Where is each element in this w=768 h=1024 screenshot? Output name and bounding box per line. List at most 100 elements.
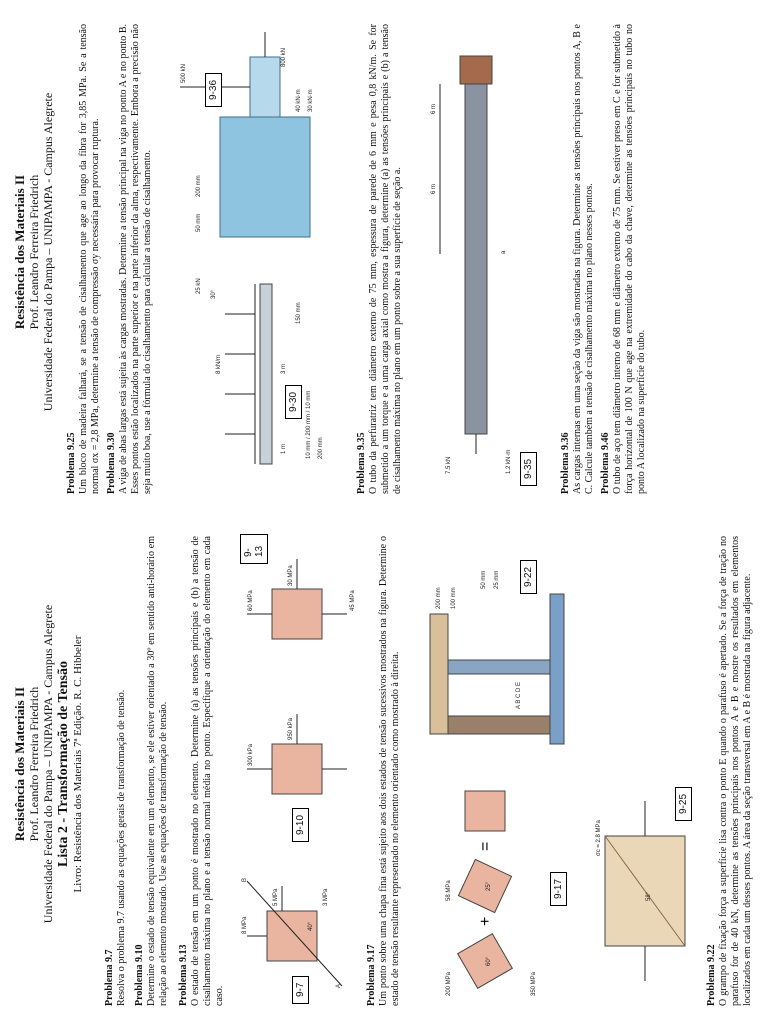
figure-9-13-drawing: 60 MPa 30 MPa 45 MPa [247, 559, 356, 640]
dimension-label: 1 m [281, 444, 287, 454]
figure-9-22: 200 mm 100 mm 50 mm 25 mm A B C D E 9-22 [410, 534, 580, 764]
problem-9-7: Problema 9.7 Resolva o problema 9.7 usan… [104, 536, 128, 1006]
problem-text: As cargas internas em uma seção da viga … [572, 24, 595, 494]
figure-9-10: 300 kPa 950 kPa 9-10 [232, 694, 362, 844]
section-label: a [501, 250, 507, 254]
problem-title: Problema 9.35 [356, 432, 367, 494]
figure-9-25-drawing: σc = 2.8 MPa 58° [596, 801, 686, 981]
smooth-surface [549, 593, 565, 745]
problem-text: Resolva o problema 9.7 usando as equaçõe… [116, 689, 127, 1006]
angle-label: 40° [308, 921, 314, 931]
problem-title: Problema 9.7 [104, 949, 115, 1006]
problem-text: O grampo de fixação força a superfície l… [718, 536, 753, 1006]
problem-text: Um ponto sobre uma chapa fina está sujei… [378, 536, 401, 1006]
problem-9-25: Problema 9.25 Um bloco de madeira falhar… [66, 24, 102, 494]
figure-9-30-drawing: 8 kN/m 25 kN 30° 1 m 3 m 10 mm / 200 mm … [196, 278, 324, 465]
figure-number: 9-17 [550, 871, 567, 906]
problem-title: Problema 9.17 [366, 944, 377, 1006]
angle-label: 25° [486, 881, 492, 891]
bolt [447, 659, 559, 675]
list-title: Lista 2 - Transformação de Tensão [55, 661, 71, 867]
dimension-label: 150 mm [296, 302, 302, 324]
problem-title: Problema 9.22 [706, 944, 717, 1006]
figure-number: 9-22 [520, 559, 537, 594]
grain-line [604, 835, 686, 947]
stress-element [457, 858, 513, 914]
figure-number: 9-13 [240, 534, 268, 564]
figure-9-36-drawing: 500 kN 800 kN 40 kN·m 30 kN·m 200 mm 50 … [180, 32, 314, 238]
problem-9-17: Problema 9.17 Um ponto sobre uma chapa f… [366, 536, 402, 1006]
angle-label: 30° [211, 289, 217, 299]
figure-number: 9-25 [675, 786, 692, 821]
problem-9-36: Problema 9.36 As cargas internas em uma … [560, 24, 596, 494]
clamp-side [447, 715, 559, 735]
problem-text: O tubo de aço tem diâmetro interno de 68… [612, 24, 647, 494]
stress-label: 3 MPa [323, 888, 329, 906]
figure-9-22-drawing: 200 mm 100 mm 50 mm 25 mm A B C D E [429, 571, 565, 745]
problem-text: Um bloco de madeira falhará, se a tensão… [78, 24, 101, 494]
torque-label: 1.2 kN·m [506, 450, 512, 474]
problem-title: Problema 9.10 [134, 944, 145, 1006]
problem-9-10: Problema 9.10 Determine o estado de tens… [134, 536, 170, 1006]
inclined-plane-line [246, 880, 343, 987]
university-name: Universidade Federal do Pampa – UNIPAMPA… [41, 92, 56, 412]
dimension-label: 200 mm [196, 175, 202, 197]
professor-name: Prof. Leandro Ferreira Friedrich [27, 174, 42, 330]
dimension-label: 200 mm [318, 437, 324, 459]
figure-number: 9-36 [205, 72, 222, 107]
stress-label: 45 MPa [350, 590, 356, 611]
problem-9-22: Problema 9.22 O grampo de fixação força … [706, 536, 754, 1006]
right-page: Resistência dos Materiais II Prof. Leand… [12, 24, 648, 494]
problem-title: Problema 9.13 [178, 944, 189, 1006]
problem-title: Problema 9.46 [600, 432, 611, 494]
drill-pipe [464, 83, 488, 435]
stress-element [271, 588, 323, 640]
stress-label: 5 MPa [273, 888, 279, 906]
stress-element [464, 790, 506, 832]
stress-label: 200 MPa [446, 971, 452, 996]
left-page: Resistência dos Materiais II Prof. Leand… [0, 512, 768, 1024]
stress-label: 8 MPa [242, 916, 248, 934]
plus-sign: + [477, 917, 494, 926]
moment-label: 30 kN·m [308, 89, 314, 112]
dimension-label: 200 mm [436, 587, 442, 609]
stress-label: 350 MPa [531, 971, 537, 996]
load-label: 8 kN/m [216, 355, 222, 374]
problem-title: Problema 9.36 [560, 432, 571, 494]
beam-section [249, 56, 281, 118]
equals-sign: = [477, 842, 494, 851]
problem-text: Determine o estado de tensão equivalente… [146, 536, 169, 1006]
point-labels: A B C D E [516, 682, 522, 709]
figure-9-30: 8 kN/m 25 kN 30° 1 m 3 m 10 mm / 200 mm … [160, 269, 350, 494]
stress-label: σc = 2.8 MPa [596, 819, 602, 856]
figure-9-7-drawing: 8 MPa 5 MPa 3 MPa 40° A B [242, 878, 343, 988]
stress-element [271, 743, 323, 795]
stress-element [266, 910, 318, 962]
dimension-label: 6 m [431, 104, 437, 114]
dimension-label: 3 m [281, 364, 287, 374]
problem-text: O estado de tensão em um ponto é mostrad… [190, 536, 225, 1006]
problem-9-46: Problema 9.46 O tubo de aço tem diâmetro… [600, 24, 648, 494]
figure-number: 9-35 [520, 451, 537, 486]
point-label: A [336, 984, 342, 988]
moment-label: 40 kN·m [296, 89, 302, 112]
figure-9-7: 8 MPa 5 MPa 3 MPa 40° A B 9-7 [232, 856, 362, 1006]
figure-9-10-drawing: 300 kPa 950 kPa [247, 714, 347, 795]
course-title: Resistência dos Materiais II [12, 174, 27, 330]
dimension-label: 6 m [431, 184, 437, 194]
problem-9-30: Problema 9.30 A viga de abas largas está… [106, 24, 154, 494]
angle-label: 60° [486, 956, 492, 966]
problem-text: O tubo da perfuratriz tem diâmetro exter… [368, 24, 403, 494]
problem-9-35: Problema 9.35 O tubo da perfuratriz tem … [356, 24, 404, 494]
force-label: 500 kN [181, 64, 187, 83]
figure-9-13: 60 MPa 30 MPa 45 MPa 9-13 [232, 534, 362, 684]
beam-block [219, 116, 311, 238]
angle-label: 58° [646, 891, 652, 901]
figure-9-17-drawing: + = 200 MPa 350 MPa 58 MPa 60° 25° [446, 790, 537, 996]
stress-label: 60 MPa [248, 590, 254, 611]
figure-9-35: 7.5 kN 1.2 kN·m 6 m 6 m a 9-35 [410, 24, 550, 494]
figure-number: 9-30 [285, 384, 302, 419]
problem-text: A viga de abas largas está sujeita às ca… [118, 24, 153, 494]
dimension-label: 25 mm [494, 571, 500, 589]
